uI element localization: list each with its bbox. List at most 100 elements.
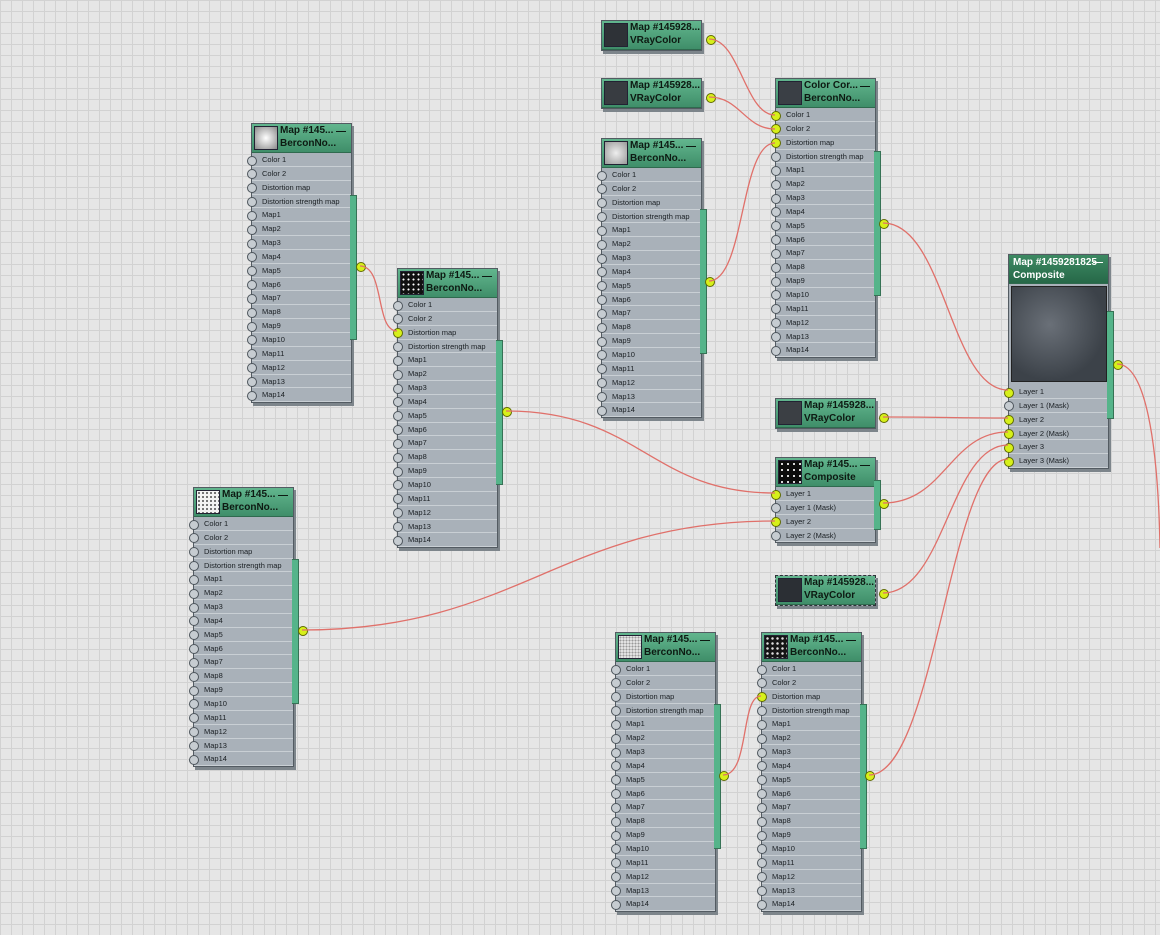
input-slot[interactable]: Distortion map	[771, 136, 875, 150]
input-port[interactable]	[757, 747, 767, 758]
node-composite-small[interactable]: Map #145... Composite — Layer 1 Layer 1 …	[771, 457, 889, 544]
input-port[interactable]	[247, 390, 257, 401]
input-port[interactable]	[771, 304, 781, 315]
input-slot[interactable]: Color 1	[247, 153, 351, 167]
node-berconnoise-left-bottom[interactable]: Map #145... BerconNo... — Color 1 Color …	[189, 487, 308, 768]
input-slot[interactable]: Map3	[247, 236, 351, 250]
minimize-button[interactable]: —	[700, 635, 710, 646]
input-port[interactable]	[189, 574, 199, 585]
input-port[interactable]	[771, 290, 781, 301]
input-slot[interactable]: Map12	[771, 316, 875, 330]
input-port[interactable]	[757, 775, 767, 786]
input-port[interactable]	[771, 193, 781, 204]
node-color-correct[interactable]: Color Cor... BerconNo... — Color 1 Color…	[771, 78, 889, 359]
input-slot[interactable]: Layer 1 (Mask)	[771, 501, 875, 515]
input-slot[interactable]: Map13	[757, 884, 861, 898]
input-port[interactable]	[393, 438, 403, 449]
input-slot[interactable]: Map8	[393, 450, 497, 465]
input-slot[interactable]: Map3	[393, 381, 497, 395]
input-port[interactable]	[771, 276, 781, 287]
input-slot[interactable]: Map10	[611, 842, 715, 856]
input-port[interactable]	[247, 183, 257, 194]
node-berconnoise-bottom-a[interactable]: Map #145... BerconNo... — Color 1 Color …	[611, 632, 729, 913]
node-header[interactable]: Map #1459281825 Composite —	[1009, 255, 1108, 284]
input-slot[interactable]: Map14	[611, 897, 715, 912]
node-header[interactable]: Map #145... BerconNo... —	[194, 488, 293, 517]
input-slot[interactable]: Distortion map	[757, 690, 861, 704]
input-port[interactable]	[189, 754, 199, 765]
input-port[interactable]	[189, 533, 199, 544]
node-berconnoise-mid[interactable]: Map #145... BerconNo... — Color 1 Color …	[393, 268, 512, 549]
input-slot[interactable]: Map1	[189, 572, 293, 587]
input-port[interactable]	[611, 692, 621, 703]
input-slot[interactable]: Map11	[771, 302, 875, 316]
node-berconnoise-left-top[interactable]: Map #145... BerconNo... — Color 1 Color …	[247, 123, 366, 404]
output-port[interactable]	[706, 35, 716, 45]
node-vraycolor-b[interactable]: Map #145928... VRayColor	[601, 78, 716, 109]
input-slot[interactable]: Map2	[611, 731, 715, 746]
input-port[interactable]	[597, 225, 607, 236]
input-port[interactable]	[757, 858, 767, 869]
input-slot[interactable]: Map4	[189, 614, 293, 628]
input-slot[interactable]: Map5	[189, 628, 293, 642]
input-port[interactable]	[757, 706, 767, 717]
input-port[interactable]	[597, 239, 607, 250]
input-slot[interactable]: Map2	[757, 731, 861, 746]
input-slot[interactable]: Map11	[757, 856, 861, 870]
input-slot[interactable]: Map5	[247, 264, 351, 278]
input-slot[interactable]: Color 2	[393, 312, 497, 326]
input-slot[interactable]: Map12	[597, 376, 701, 390]
input-port[interactable]	[611, 775, 621, 786]
input-port[interactable]	[189, 616, 199, 627]
input-port[interactable]	[611, 816, 621, 827]
input-slot[interactable]: Map2	[189, 586, 293, 601]
input-slot[interactable]: Layer 1	[771, 487, 875, 501]
input-port[interactable]	[611, 899, 621, 910]
input-port[interactable]	[247, 224, 257, 235]
input-slot[interactable]: Map13	[611, 884, 715, 898]
input-slot[interactable]: Color 1	[597, 168, 701, 182]
input-slot[interactable]: Layer 2	[771, 515, 875, 529]
input-slot[interactable]: Distortion strength map	[247, 195, 351, 209]
input-port[interactable]	[189, 588, 199, 599]
input-port[interactable]	[757, 719, 767, 730]
output-port[interactable]	[879, 219, 889, 229]
input-port[interactable]	[757, 830, 767, 841]
input-slot[interactable]: Map11	[597, 362, 701, 376]
input-port[interactable]	[611, 844, 621, 855]
input-port[interactable]	[247, 280, 257, 291]
input-slot[interactable]: Distortion map	[189, 545, 293, 559]
input-slot[interactable]: Map3	[189, 600, 293, 614]
minimize-button[interactable]: —	[336, 126, 346, 137]
input-slot[interactable]: Map10	[393, 478, 497, 492]
input-slot[interactable]: Map10	[247, 333, 351, 347]
input-slot[interactable]: Layer 3 (Mask)	[1004, 454, 1108, 469]
input-port[interactable]	[393, 369, 403, 380]
input-slot[interactable]: Map8	[771, 260, 875, 275]
node-header[interactable]: Map #145928... VRayColor	[776, 576, 875, 605]
input-slot[interactable]: Map10	[597, 348, 701, 362]
input-port[interactable]	[189, 657, 199, 668]
minimize-button[interactable]: —	[686, 141, 696, 152]
input-slot[interactable]: Map6	[247, 278, 351, 292]
input-slot[interactable]: Map7	[247, 291, 351, 306]
node-vraycolor-a[interactable]: Map #145928... VRayColor	[601, 20, 716, 51]
input-slot[interactable]: Map11	[247, 347, 351, 361]
input-slot[interactable]: Distortion strength map	[611, 704, 715, 718]
output-port[interactable]	[879, 413, 889, 423]
input-slot[interactable]: Color 2	[189, 531, 293, 545]
input-port[interactable]	[247, 155, 257, 166]
node-berconnoise-center-top[interactable]: Map #145... BerconNo... — Color 1 Color …	[597, 138, 715, 419]
input-slot[interactable]: Map6	[771, 233, 875, 247]
input-port[interactable]	[189, 727, 199, 738]
input-port[interactable]	[247, 321, 257, 332]
input-port[interactable]	[393, 494, 403, 505]
input-port[interactable]	[247, 349, 257, 360]
input-port[interactable]	[597, 336, 607, 347]
input-port[interactable]	[597, 212, 607, 223]
node-berconnoise-bottom-b[interactable]: Map #145... BerconNo... — Color 1 Color …	[757, 632, 875, 913]
minimize-button[interactable]: —	[1093, 257, 1103, 268]
input-slot[interactable]: Map6	[189, 642, 293, 656]
input-slot[interactable]: Map13	[393, 520, 497, 534]
